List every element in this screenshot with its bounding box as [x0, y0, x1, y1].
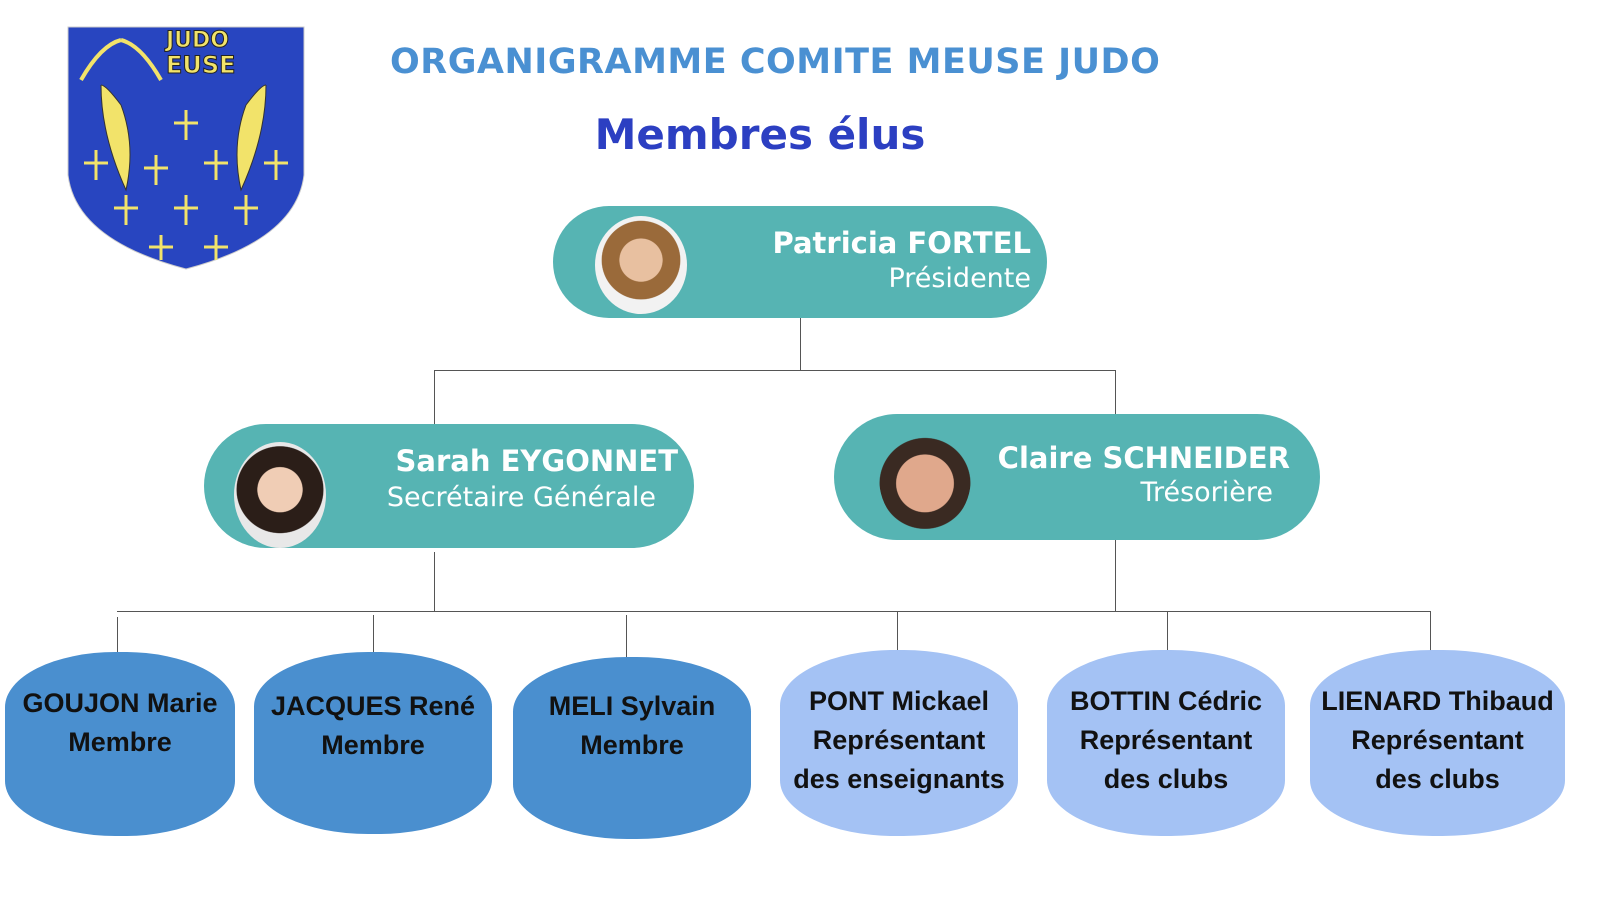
- president-photo: [595, 216, 687, 314]
- member-name: JACQUES René: [270, 691, 476, 721]
- connector: [626, 615, 627, 657]
- representative-node: LIENARD Thibaud Représentant des clubs: [1310, 650, 1565, 836]
- member-name: BOTTIN Cédric: [1069, 686, 1263, 716]
- connector: [117, 611, 1430, 612]
- connector: [117, 617, 118, 652]
- member-node: JACQUES René Membre: [254, 652, 492, 834]
- member-role: Représentant: [812, 725, 986, 755]
- representative-node: PONT Mickael Représentant des enseignant…: [780, 650, 1018, 836]
- svg-text:JUDO: JUDO: [164, 28, 229, 53]
- member-role: des clubs: [1375, 764, 1500, 794]
- connector: [434, 552, 435, 612]
- member-role: Membre: [321, 730, 425, 760]
- judo-meuse-logo: JUDO EUSE: [66, 25, 306, 270]
- connector: [434, 370, 435, 425]
- svg-text:EUSE: EUSE: [166, 51, 236, 79]
- connector: [800, 318, 801, 371]
- president-role: Présidente: [888, 263, 1031, 294]
- connector: [1430, 611, 1431, 653]
- member-name: MELI Sylvain: [548, 691, 716, 721]
- connector: [897, 611, 898, 653]
- president-name: Patricia FORTEL: [772, 226, 1031, 260]
- member-name: LIENARD Thibaud: [1321, 686, 1554, 716]
- member-node: MELI Sylvain Membre: [513, 657, 751, 839]
- secretary-role: Secrétaire Générale: [386, 482, 656, 513]
- secretary-photo: [234, 442, 326, 548]
- member-name: PONT Mickael: [808, 686, 990, 716]
- page-title: ORGANIGRAMME COMITE MEUSE JUDO: [390, 42, 1161, 82]
- connector: [1115, 540, 1116, 612]
- member-role: Membre: [68, 727, 172, 757]
- member-role: Représentant: [1351, 725, 1524, 755]
- treasurer-node: Claire SCHNEIDER Trésorière: [834, 414, 1320, 540]
- president-node: Patricia FORTEL Présidente: [553, 206, 1047, 318]
- page-subtitle: Membres élus: [594, 110, 926, 159]
- connector: [1115, 370, 1116, 415]
- treasurer-role: Trésorière: [1140, 477, 1273, 508]
- member-role: des clubs: [1103, 764, 1229, 794]
- member-name: GOUJON Marie: [22, 688, 218, 718]
- connector: [434, 370, 1116, 371]
- member-role: des enseignants: [793, 764, 1005, 794]
- representative-node: BOTTIN Cédric Représentant des clubs: [1047, 650, 1285, 836]
- connector: [1167, 611, 1168, 653]
- secretary-name: Sarah EYGONNET: [395, 444, 678, 478]
- connector: [373, 615, 374, 655]
- member-role: Membre: [580, 730, 684, 760]
- member-role: Représentant: [1079, 725, 1253, 755]
- treasurer-name: Claire SCHNEIDER: [997, 441, 1290, 475]
- secretary-node: Sarah EYGONNET Secrétaire Générale: [204, 424, 694, 548]
- member-node: GOUJON Marie Membre: [5, 652, 235, 836]
- treasurer-photo: [879, 424, 971, 532]
